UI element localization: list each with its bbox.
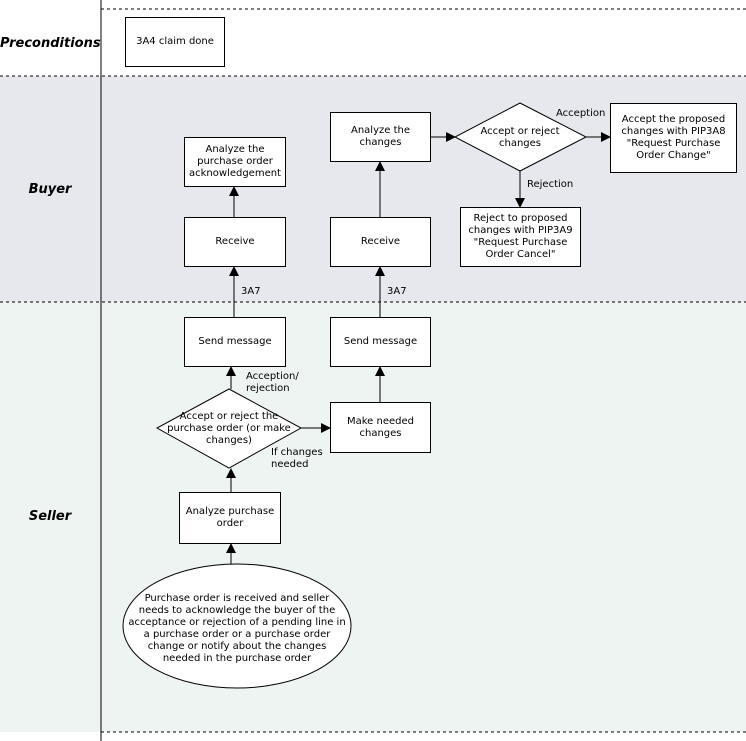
label-3a7-right: 3A7 bbox=[387, 286, 407, 297]
decision-po-text: Accept or reject the purchase order (or … bbox=[167, 411, 291, 446]
reject-proposed-box: Reject to proposed changes with PIP3A9 "… bbox=[460, 207, 581, 267]
seller-label: Seller bbox=[28, 509, 72, 524]
label-acception-rejection: Acception/ rejection bbox=[246, 371, 299, 394]
make-changes-box: Make needed changes bbox=[330, 402, 431, 453]
claim-done-box: 3A4 claim done bbox=[125, 17, 225, 67]
buyer-label: Buyer bbox=[28, 182, 72, 197]
label-acception-top: Acception bbox=[556, 108, 606, 119]
receive-left-box: Receive bbox=[184, 217, 286, 267]
start-event-text: Purchase order is received and seller ne… bbox=[128, 593, 346, 664]
label-rejection-top: Rejection bbox=[527, 179, 574, 190]
accept-proposed-box: Accept the proposed changes with PIP3A8 … bbox=[610, 103, 737, 173]
analyze-po-box: Analyze purchase order bbox=[179, 492, 281, 544]
send-left-box: Send message bbox=[184, 317, 286, 367]
preconditions-lane bbox=[0, 9, 746, 76]
start-event-ellipse bbox=[122, 563, 352, 689]
send-right-box: Send message bbox=[330, 317, 431, 367]
seller-lane bbox=[0, 302, 746, 732]
analyze-ack-box: Analyze the purchase order acknowledgeme… bbox=[184, 137, 286, 187]
label-3a7-left: 3A7 bbox=[241, 286, 261, 297]
receive-right-box: Receive bbox=[330, 217, 431, 267]
preconditions-label: Preconditions bbox=[0, 36, 101, 51]
decision-changes-text: Accept or reject changes bbox=[480, 126, 560, 149]
analyze-changes-box: Analyze the changes bbox=[330, 112, 431, 162]
label-if-changes: If changes needed bbox=[271, 447, 323, 470]
